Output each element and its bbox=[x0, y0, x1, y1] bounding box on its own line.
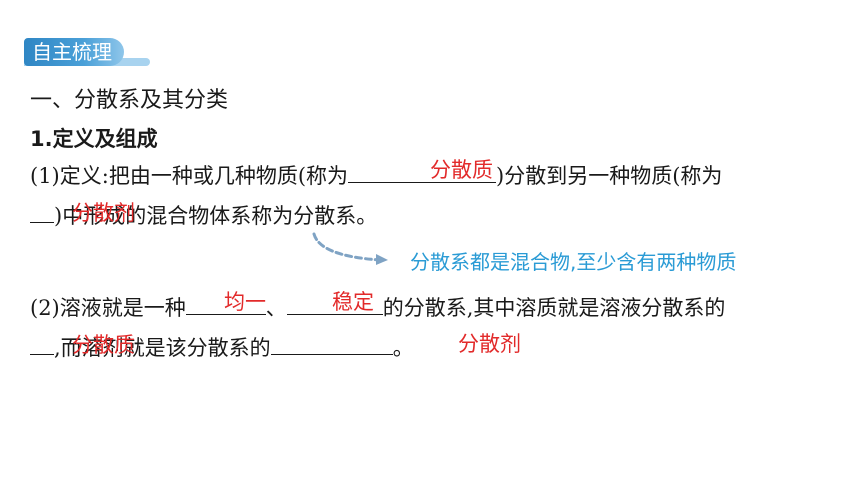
section-badge: 自主梳理 bbox=[24, 38, 124, 66]
answer-stable: 稳定 bbox=[332, 290, 374, 314]
text-segment: 、 bbox=[265, 296, 287, 320]
blank-1 bbox=[348, 160, 497, 183]
text-segment: (1)定义:把由一种或几种物质(称为 bbox=[30, 164, 349, 188]
blank-2 bbox=[30, 200, 54, 223]
curved-arrow-icon bbox=[312, 232, 388, 265]
answer-dispersion-medium: 分散剂 bbox=[72, 201, 135, 225]
blank-3 bbox=[185, 292, 266, 315]
line-solution-2: ,而溶剂就是该分散系的 。 bbox=[30, 332, 414, 363]
text-segment: )中形成的混合物体系称为分散系。 bbox=[54, 204, 378, 228]
note-mixture: 分散系都是混合物,至少含有两种物质 bbox=[410, 250, 737, 274]
answer-uniform: 均一 bbox=[224, 290, 266, 314]
text-segment: 。 bbox=[392, 336, 414, 360]
answer-solvent: 分散剂 bbox=[458, 332, 521, 356]
heading-dispersion-system: 一、分散系及其分类 bbox=[30, 88, 229, 113]
text-segment: ,而溶剂就是该分散系的 bbox=[54, 336, 271, 360]
blank-4 bbox=[286, 292, 383, 315]
blank-6 bbox=[270, 332, 393, 355]
line-definition-1: (1)定义:把由一种或几种物质(称为 )分散到另一种物质(称为 bbox=[30, 160, 722, 191]
line-solution-1: (2)溶液就是一种 、 的分散系,其中溶质就是溶液分散系的 bbox=[30, 292, 725, 323]
blank-5 bbox=[30, 332, 54, 355]
line-definition-2: )中形成的混合物体系称为分散系。 bbox=[30, 200, 377, 231]
answer-dispersed-phase: 分散质 bbox=[430, 158, 493, 182]
text-segment: (2)溶液就是一种 bbox=[30, 296, 186, 320]
text-segment: )分散到另一种物质(称为 bbox=[496, 164, 723, 188]
heading-definition: 1.定义及组成 bbox=[30, 127, 158, 151]
text-segment: 的分散系,其中溶质就是溶液分散系的 bbox=[382, 296, 726, 320]
answer-solute: 分散质 bbox=[72, 333, 135, 357]
